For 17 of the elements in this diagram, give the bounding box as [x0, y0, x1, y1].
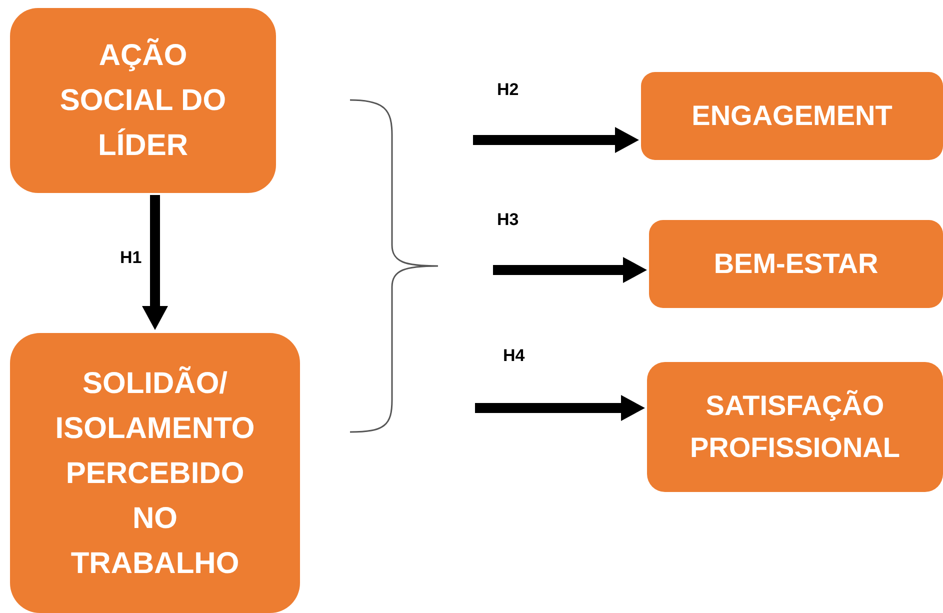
- arrow: [473, 127, 639, 153]
- process-box: [641, 72, 943, 160]
- box-label: AÇÃO SOCIAL DO LÍDER: [58, 37, 228, 164]
- arrow: [493, 257, 647, 283]
- edge-label: H2: [497, 80, 519, 100]
- box-label: SOLIDÃO/ ISOLAMENTO PERCEBIDO NO TRABALHO: [54, 365, 256, 582]
- process-box: [649, 220, 943, 308]
- edge-label: H3: [497, 210, 519, 230]
- process-box: [647, 362, 943, 492]
- box-label: BEM-ESTAR: [714, 247, 878, 281]
- process-box: [10, 8, 276, 193]
- box-label: SATISFAÇÃO PROFISSIONAL: [688, 389, 901, 465]
- box-label: ENGAGEMENT: [692, 99, 892, 133]
- arrow: [142, 195, 168, 330]
- process-box: [10, 333, 300, 613]
- edge-label: H1: [120, 248, 142, 268]
- edge-label: H4: [503, 346, 525, 366]
